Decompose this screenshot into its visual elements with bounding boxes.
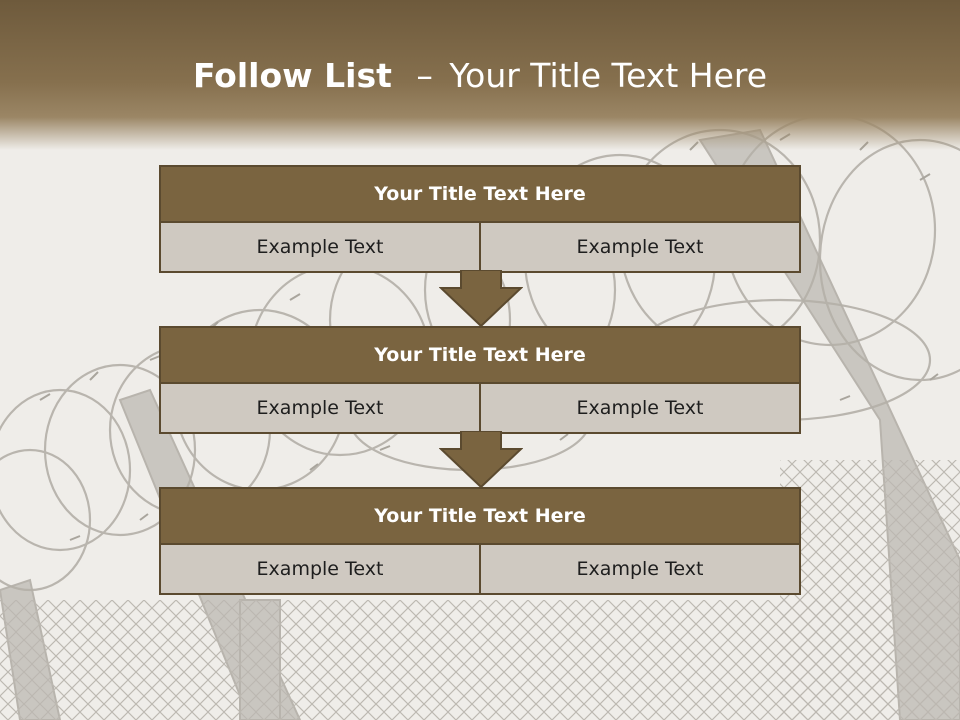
step-cells-2: Example Text Example Text [159,384,801,434]
step-cells-3: Example Text Example Text [159,545,801,595]
step-title-1: Your Title Text Here [159,165,801,223]
step-cell-right-3: Example Text [481,545,801,595]
step-cell-right-1: Example Text [481,223,801,273]
header-band [0,0,960,150]
slide-title-dash: – [416,56,433,95]
step-cell-left-3: Example Text [159,545,481,595]
step-block-3: Your Title Text Here Example Text Exampl… [159,487,801,595]
slide-title-bold: Follow List [192,56,392,95]
step-title-2: Your Title Text Here [159,326,801,384]
slide-title-rest: Your Title Text Here [449,56,768,95]
slide-title: Follow List – Your Title Text Here [0,56,960,95]
step-block-1: Your Title Text Here Example Text Exampl… [159,165,801,273]
down-arrow-icon [439,431,523,489]
step-title-3: Your Title Text Here [159,487,801,545]
step-cell-left-2: Example Text [159,384,481,434]
step-cells-1: Example Text Example Text [159,223,801,273]
down-arrow-icon [439,270,523,328]
step-block-2: Your Title Text Here Example Text Exampl… [159,326,801,434]
step-cell-left-1: Example Text [159,223,481,273]
step-cell-right-2: Example Text [481,384,801,434]
